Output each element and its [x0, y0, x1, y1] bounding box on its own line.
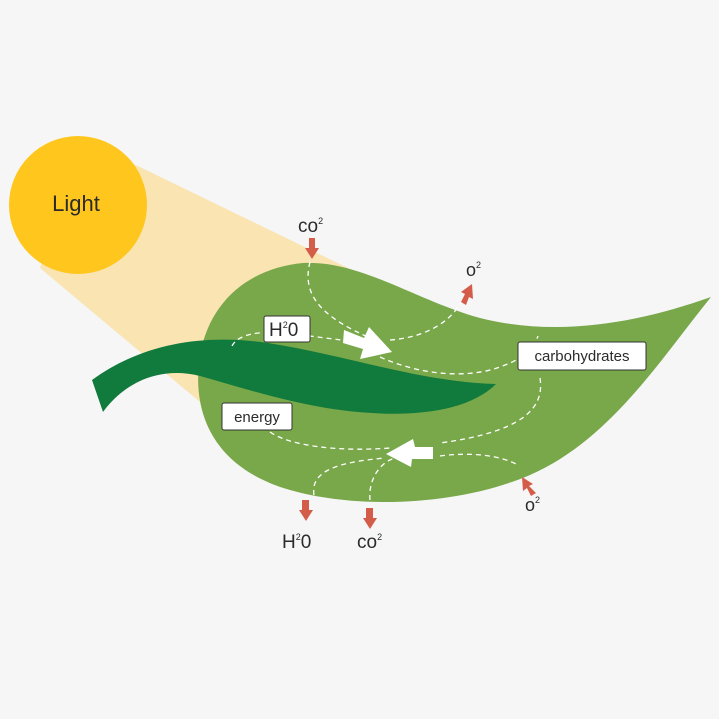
sun: [9, 136, 147, 274]
energy-box: energy: [221, 402, 293, 431]
co2-in-arrow-icon: [305, 238, 319, 259]
flow-line-co2-out: [369, 457, 396, 501]
o2-out-arrow-icon: [461, 284, 473, 305]
gas-arrows: [299, 238, 536, 529]
h2o-box-label: H20: [269, 320, 298, 341]
flow-arrow-backward: [386, 439, 433, 467]
co2-in-label: co2: [298, 216, 323, 237]
flow-line-return-1: [439, 377, 542, 444]
flow-line-carbs: [379, 335, 539, 375]
carbohydrates-box: carbohydrates: [517, 341, 647, 371]
h2o-box: H20: [263, 315, 311, 343]
flow-line-o2-out: [389, 299, 463, 341]
co2-out-label: co2: [357, 532, 382, 553]
energy-label: energy: [234, 409, 280, 426]
o2-out-label: o2: [466, 260, 481, 280]
sun-label: Light: [52, 191, 100, 216]
co2-out-arrow-icon: [363, 508, 377, 529]
h2o-out-arrow-icon: [299, 500, 313, 521]
flow-line-h2o-out: [313, 457, 386, 496]
flow-line-return-2: [269, 431, 391, 450]
flow-line-o2-in: [439, 453, 519, 466]
carbohydrates-label: carbohydrates: [534, 348, 629, 365]
stem: [92, 339, 496, 414]
h2o-out-label: H20: [282, 532, 311, 553]
flow-arrow-forward: [343, 327, 392, 359]
flow-line-co2: [307, 261, 371, 339]
o2-in-arrow-icon: [522, 477, 536, 496]
o2-in-label: o2: [525, 495, 540, 515]
